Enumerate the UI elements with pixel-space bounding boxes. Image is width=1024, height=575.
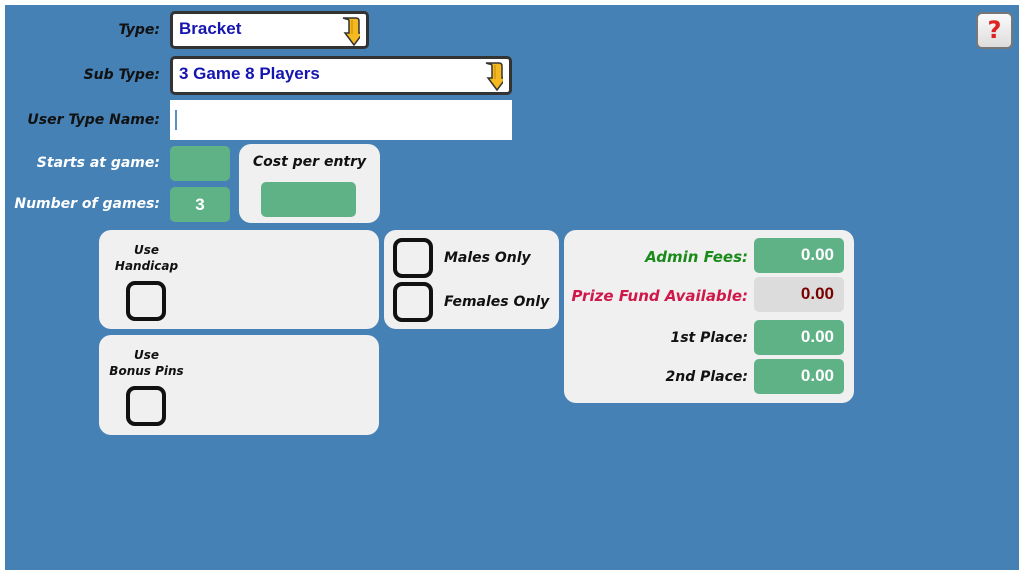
dropdown-arrow-icon: [481, 61, 503, 91]
dropdown-arrow-icon: [338, 16, 360, 46]
type-label: Type:: [118, 22, 160, 38]
cost-per-entry-input[interactable]: [261, 182, 356, 217]
subtype-label: Sub Type:: [83, 67, 160, 83]
type-value: Bracket: [179, 19, 242, 38]
prize-fund-value: 0.00: [754, 277, 844, 312]
user-type-name-label: User Type Name:: [27, 112, 160, 128]
second-place-input[interactable]: 0.00: [754, 359, 844, 394]
admin-fees-label: Admin Fees:: [645, 248, 748, 266]
subtype-dropdown[interactable]: 3 Game 8 Players: [170, 56, 512, 95]
use-handicap-label: Use Handicap: [114, 243, 179, 273]
number-of-games-label: Number of games:: [14, 196, 160, 212]
subtype-value: 3 Game 8 Players: [179, 64, 320, 83]
cost-per-entry-label: Cost per entry: [252, 154, 367, 170]
males-only-label: Males Only: [444, 250, 531, 266]
handicap-panel: Use Handicap: [99, 230, 379, 329]
question-mark-icon: ?: [987, 16, 1002, 44]
bonus-pins-panel: Use Bonus Pins: [99, 335, 379, 435]
use-handicap-checkbox[interactable]: [126, 281, 166, 321]
females-only-checkbox[interactable]: [393, 282, 433, 322]
text-cursor: [175, 110, 177, 130]
females-only-label: Females Only: [444, 294, 550, 310]
males-only-checkbox[interactable]: [393, 238, 433, 278]
gender-panel: Males Only Females Only: [384, 230, 559, 329]
prize-panel: Admin Fees: 0.00 Prize Fund Available: 0…: [564, 230, 854, 403]
number-of-games-input[interactable]: 3: [170, 187, 230, 222]
type-dropdown[interactable]: Bracket: [170, 11, 369, 49]
first-place-input[interactable]: 0.00: [754, 320, 844, 355]
cost-per-entry-panel: Cost per entry: [239, 144, 380, 223]
use-bonus-pins-label: Use Bonus Pins: [109, 348, 184, 378]
use-bonus-pins-checkbox[interactable]: [126, 386, 166, 426]
second-place-label: 2nd Place:: [665, 369, 748, 385]
help-button[interactable]: ?: [976, 12, 1013, 49]
first-place-label: 1st Place:: [670, 330, 748, 346]
bracket-setup-screen: Type: Bracket Sub Type: 3 Game 8 Players…: [5, 5, 1019, 570]
user-type-name-input[interactable]: [170, 100, 512, 140]
starts-at-game-label: Starts at game:: [36, 155, 160, 171]
admin-fees-input[interactable]: 0.00: [754, 238, 844, 273]
prize-fund-label: Prize Fund Available:: [571, 287, 748, 305]
starts-at-game-input[interactable]: [170, 146, 230, 181]
